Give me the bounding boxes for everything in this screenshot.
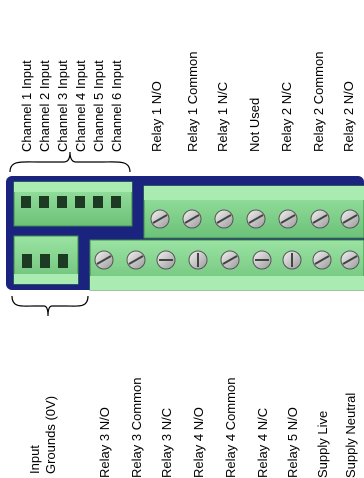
relay-5-no-label: Relay 5 N/O (285, 407, 300, 478)
screw-terminal (182, 209, 202, 229)
relay-4-common-label: Relay 4 Common (223, 377, 238, 478)
screw-terminal (156, 250, 176, 270)
screw-terminal (94, 250, 114, 270)
channel-5-input-label: Channel 5 Input (91, 60, 106, 152)
screw-terminal (278, 209, 298, 229)
input-grounds-line2: Grounds (0V) (43, 395, 58, 474)
channel-3-input-label: Channel 3 Input (55, 60, 70, 152)
channel-input-connector (13, 181, 133, 227)
screw-terminal (220, 250, 240, 270)
screw-terminal (214, 209, 234, 229)
not-used-label: Not Used (247, 97, 262, 152)
screw-terminal (310, 209, 330, 229)
screw-terminal (282, 250, 302, 270)
relay-4-no-label: Relay 4 N/O (191, 407, 206, 478)
relay-2-common-label: Relay 2 Common (311, 51, 326, 152)
relay-4-nc-label: Relay 4 N/C (255, 407, 270, 478)
screw-terminal (126, 250, 146, 270)
relay-3-nc-label: Relay 3 N/C (159, 407, 174, 478)
screw-terminal (150, 209, 170, 229)
channel-4-input-label: Channel 4 Input (73, 60, 88, 152)
screw-terminal (188, 250, 208, 270)
screw-terminal (252, 250, 272, 270)
screw-terminal (246, 209, 266, 229)
supply-neutral-label: Supply Neutral (343, 392, 358, 478)
screw-terminal (312, 250, 332, 270)
grounds-brace (11, 295, 89, 317)
relay-2-no-label: Relay 2 N/O (341, 81, 356, 152)
relay-1-nc-label: Relay 1 N/C (215, 81, 230, 152)
screw-terminal (340, 250, 360, 270)
input-grounds-line1: Input (27, 445, 42, 474)
channel-1-input-label: Channel 1 Input (19, 60, 34, 152)
screw-terminal (340, 209, 360, 229)
bottom-relay-terminal-block (89, 239, 364, 291)
supply-live-label: Supply Live (315, 410, 330, 478)
ground-connector (13, 235, 79, 285)
top-relay-terminal-block (143, 185, 364, 239)
channel-2-input-label: Channel 2 Input (37, 60, 52, 152)
channel-6-input-label: Channel 6 Input (109, 60, 124, 152)
channel-inputs-brace (9, 151, 131, 173)
relay-1-no-label: Relay 1 N/O (149, 81, 164, 152)
relay-1-common-label: Relay 1 Common (185, 51, 200, 152)
relay-3-no-label: Relay 3 N/O (97, 407, 112, 478)
controller-board (6, 176, 364, 291)
relay-2-nc-label: Relay 2 N/C (279, 81, 294, 152)
relay-3-common-label: Relay 3 Common (129, 377, 144, 478)
input-grounds-label: Input Grounds (0V) (27, 395, 68, 474)
